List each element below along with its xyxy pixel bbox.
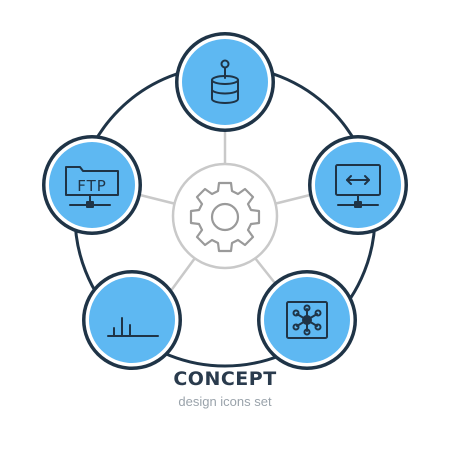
gear-icon <box>189 181 261 253</box>
node-ftp: FTP <box>42 135 142 235</box>
spoke-bottom-left <box>168 257 197 293</box>
node-hub <box>257 270 357 370</box>
network-hub-icon <box>286 301 328 339</box>
bar-chart-icon <box>107 317 159 337</box>
caption-title: CONCEPT <box>173 368 277 390</box>
node-monitor <box>308 135 408 235</box>
ftp-label: FTP <box>77 177 107 195</box>
database-joystick-icon <box>211 59 239 104</box>
monitor-network-transfer-icon <box>335 164 381 208</box>
node-database <box>175 32 275 132</box>
node-chart <box>82 270 182 370</box>
caption-subtitle: design icons set <box>178 394 272 409</box>
center-hub <box>171 162 279 270</box>
ftp-folder-icon <box>65 166 119 208</box>
